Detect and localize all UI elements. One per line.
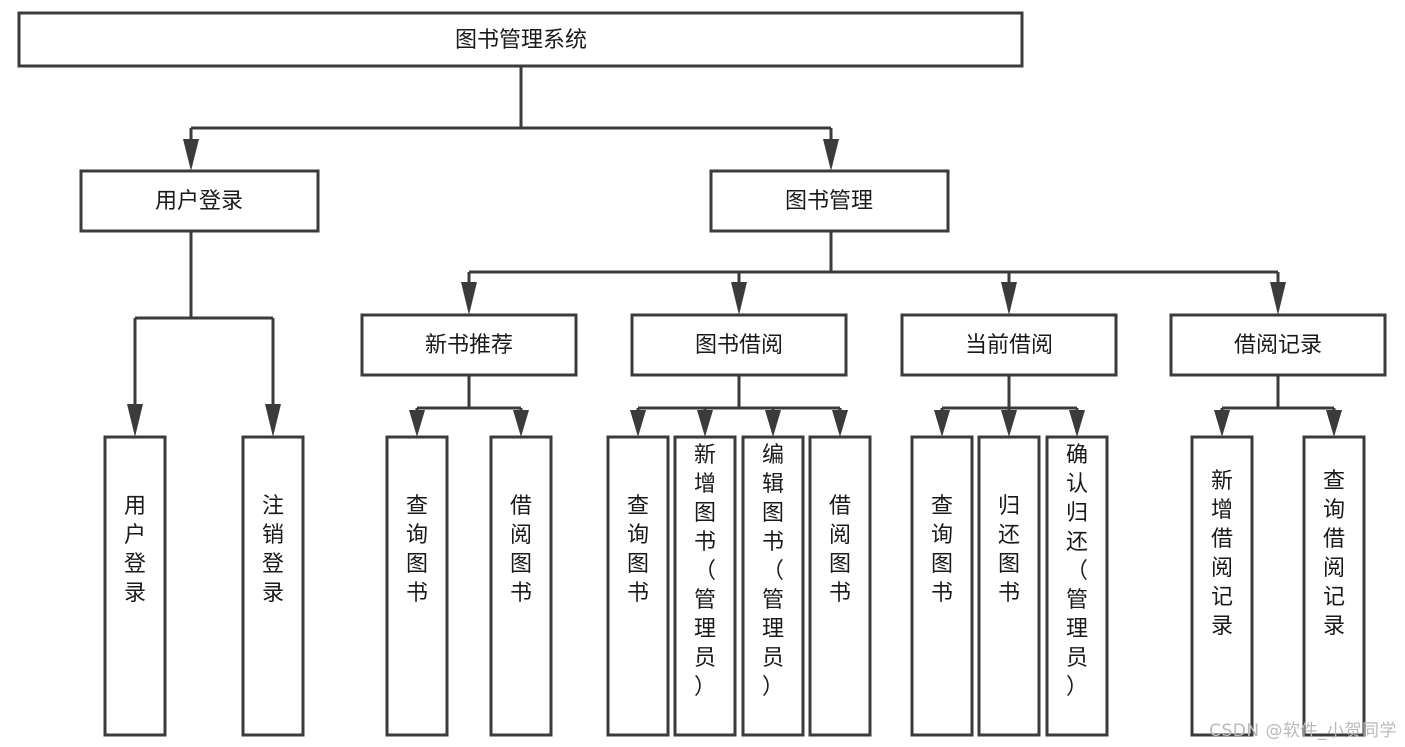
- node-borrow-record-box[interactable]: [1169, 313, 1387, 377]
- arrow-head-borrow-record: [1270, 282, 1286, 315]
- node-leaf-box[interactable]: [741, 435, 805, 737]
- arrow-head-leaf-8: [832, 410, 848, 437]
- connector-group-borrow-book: [630, 375, 848, 437]
- node-user-login[interactable]: 用户登录: [79, 169, 320, 233]
- node-leaf-box[interactable]: [103, 435, 167, 737]
- csdn-watermark: CSDN @软件_小贺同学: [1209, 721, 1397, 741]
- arrow-head-book-manage: [823, 139, 839, 171]
- arrow-head-leaf-9: [934, 410, 950, 437]
- node-leaf-label: 查询借阅记录: [1323, 469, 1345, 639]
- arrow-head-leaf-4: [513, 410, 529, 437]
- node-leaf-user-login[interactable]: 用户登录: [103, 435, 167, 737]
- node-leaf-box[interactable]: [489, 435, 553, 737]
- node-leaf-box[interactable]: [910, 435, 974, 737]
- arrow-head-leaf-1: [127, 404, 143, 437]
- node-book-management-box[interactable]: [709, 169, 950, 233]
- node-leaf-label: 确认归还（管理员）: [1066, 443, 1088, 700]
- node-book-borrow-label: 图书借阅: [695, 333, 783, 358]
- node-leaf-label: 新增借阅记录: [1211, 469, 1233, 639]
- node-leaf-label: 查询图书: [931, 494, 953, 606]
- node-leaf-label: 借阅图书: [829, 494, 851, 606]
- node-leaf-label: 查询图书: [406, 494, 428, 606]
- arrow-head-leaf-7: [765, 410, 781, 437]
- node-root-label: 图书管理系统: [455, 28, 587, 53]
- connector-group-current-borrow: [934, 375, 1085, 437]
- arrow-head-leaf-11: [1069, 410, 1085, 437]
- connector-group-root: [183, 66, 839, 171]
- node-current-borrow-label: 当前借阅: [965, 333, 1053, 358]
- arrow-head-leaf-5: [630, 410, 646, 437]
- arrow-head-user-login: [183, 139, 199, 171]
- node-book-borrow[interactable]: 图书借阅: [630, 313, 848, 377]
- arrow-head-leaf-12: [1214, 410, 1230, 437]
- node-root[interactable]: 图书管理系统: [17, 11, 1024, 68]
- node-root-box[interactable]: [17, 11, 1024, 68]
- node-book-management[interactable]: 图书管理: [709, 169, 950, 233]
- node-leaf-label: 编辑图书（管理员）: [762, 443, 784, 700]
- node-leaf-logout[interactable]: 注销登录: [241, 435, 305, 737]
- node-book-management-label: 图书管理: [785, 189, 873, 214]
- node-leaf-box[interactable]: [1190, 435, 1254, 737]
- node-leaf-label: 归还图书: [998, 494, 1020, 606]
- node-borrow-record-label: 借阅记录: [1234, 333, 1322, 358]
- node-leaf-borrow-book-2[interactable]: 借阅图书: [808, 435, 872, 737]
- node-new-book-recommend-box[interactable]: [360, 313, 578, 377]
- node-leaf-label: 借阅图书: [510, 494, 532, 606]
- node-leaf-label: 用户登录: [124, 494, 146, 606]
- node-current-borrow-box[interactable]: [900, 313, 1118, 377]
- node-leaf-borrow-book-1[interactable]: 借阅图书: [489, 435, 553, 737]
- node-borrow-record[interactable]: 借阅记录: [1169, 313, 1387, 377]
- node-leaf-label: 查询图书: [627, 494, 649, 606]
- node-leaf-add-book-admin[interactable]: 新增图书（管理员）: [673, 435, 737, 737]
- node-leaf-box[interactable]: [673, 435, 737, 737]
- node-leaf-box[interactable]: [385, 435, 449, 737]
- connector-group-user-login: [127, 231, 281, 437]
- connector-group-new-book: [409, 375, 529, 437]
- node-leaf-label: 新增图书（管理员）: [694, 443, 716, 700]
- arrow-head-borrow-book: [731, 282, 747, 315]
- node-leaf-return-book[interactable]: 归还图书: [977, 435, 1041, 737]
- arrow-head-leaf-3: [409, 410, 425, 437]
- node-leaf-confirm-return-admin[interactable]: 确认归还（管理员）: [1045, 435, 1109, 737]
- arrow-head-leaf-6: [697, 410, 713, 437]
- node-leaf-label: 注销登录: [262, 494, 284, 606]
- connector-group-book-manage: [461, 231, 1286, 315]
- node-new-book-recommend[interactable]: 新书推荐: [360, 313, 578, 377]
- node-current-borrow[interactable]: 当前借阅: [900, 313, 1118, 377]
- node-user-login-box[interactable]: [79, 169, 320, 233]
- node-leaf-box[interactable]: [241, 435, 305, 737]
- node-user-login-label: 用户登录: [155, 189, 243, 214]
- arrow-head-leaf-13: [1326, 410, 1342, 437]
- node-leaf-query-borrow-record[interactable]: 查询借阅记录: [1302, 435, 1366, 737]
- node-leaf-add-borrow-record[interactable]: 新增借阅记录: [1190, 435, 1254, 737]
- node-leaf-query-book-3[interactable]: 查询图书: [910, 435, 974, 737]
- arrow-head-leaf-2: [265, 404, 281, 437]
- arrow-head-new-book: [461, 282, 477, 315]
- node-book-borrow-box[interactable]: [630, 313, 848, 377]
- node-leaf-query-book-2[interactable]: 查询图书: [606, 435, 670, 737]
- node-leaf-box[interactable]: [808, 435, 872, 737]
- arrow-head-current-borrow: [1001, 282, 1017, 315]
- node-leaf-box[interactable]: [1302, 435, 1366, 737]
- node-leaf-edit-book-admin[interactable]: 编辑图书（管理员）: [741, 435, 805, 737]
- node-leaf-box[interactable]: [1045, 435, 1109, 737]
- node-leaf-query-book-1[interactable]: 查询图书: [385, 435, 449, 737]
- connector-group-borrow-record: [1214, 375, 1342, 437]
- node-new-book-recommend-label: 新书推荐: [425, 333, 513, 358]
- node-leaf-box[interactable]: [606, 435, 670, 737]
- node-leaf-box[interactable]: [977, 435, 1041, 737]
- arrow-head-leaf-10: [1001, 410, 1017, 437]
